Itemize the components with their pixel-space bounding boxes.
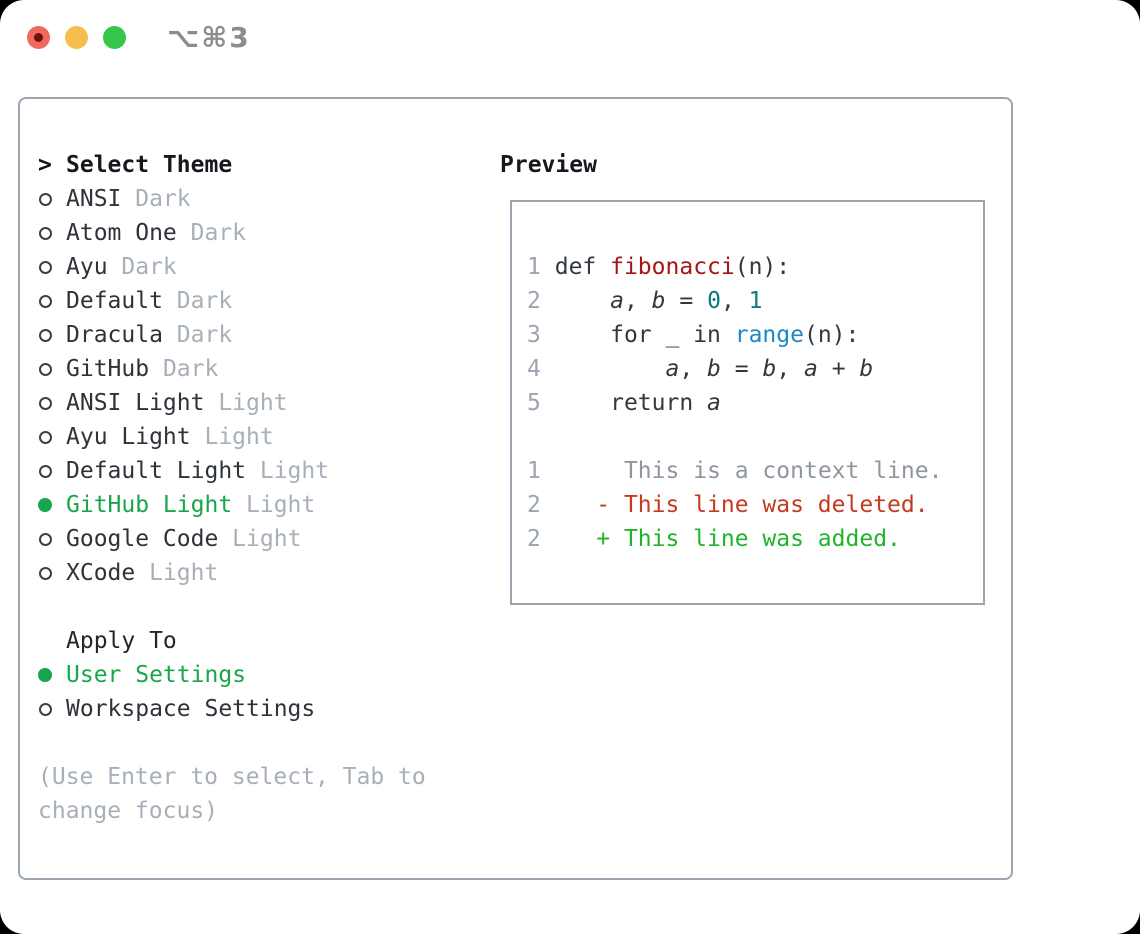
radio-icon xyxy=(38,430,66,444)
code-line: 1 def fibonacci(n): xyxy=(527,254,791,280)
preview-column: Preview 1 def fibonacci(n): 2 a, b = 0, 1… xyxy=(500,148,1011,878)
code-line: 2 a, b = 0, 1 xyxy=(527,288,763,314)
theme-option-github-dark[interactable]: GitHub Dark xyxy=(38,352,500,386)
radio-icon xyxy=(38,260,66,274)
code-line: 3 for _ in range(n): xyxy=(527,322,860,348)
apply-option-label: Workspace Settings xyxy=(66,696,316,722)
theme-option-label: ANSI Light Light xyxy=(66,390,288,416)
apply-option-label: User Settings xyxy=(66,662,247,688)
radio-icon xyxy=(38,328,66,342)
blank-line xyxy=(527,420,983,454)
radio-selected-icon xyxy=(38,668,66,682)
keyboard-hint: (Use Enter to select, Tab to change focu… xyxy=(38,764,426,824)
apply-option-user-settings[interactable]: User Settings xyxy=(38,658,500,692)
diff-deleted-line: 2 - This line was deleted. xyxy=(527,492,929,518)
apply-to-header-row: Apply To xyxy=(38,624,500,658)
radio-icon xyxy=(38,362,66,376)
code-line: 5 return a xyxy=(527,390,721,416)
radio-icon xyxy=(38,464,66,478)
close-dot-icon xyxy=(34,33,43,42)
theme-list-header-row: > Select Theme xyxy=(38,148,500,182)
theme-option-default-dark[interactable]: Default Dark xyxy=(38,284,500,318)
titlebar: ⌥⌘3 xyxy=(27,21,251,54)
theme-option-ansi-light-light[interactable]: ANSI Light Light xyxy=(38,386,500,420)
maximize-button[interactable] xyxy=(103,26,126,49)
radio-icon xyxy=(38,226,66,240)
apply-option-workspace-settings[interactable]: Workspace Settings xyxy=(38,692,500,726)
radio-icon xyxy=(38,396,66,410)
radio-selected-icon xyxy=(38,498,66,512)
theme-option-github-light-light[interactable]: GitHub Light Light xyxy=(38,488,500,522)
radio-icon xyxy=(38,566,66,580)
theme-option-ayu-light-light[interactable]: Ayu Light Light xyxy=(38,420,500,454)
close-button[interactable] xyxy=(27,26,50,49)
radio-icon xyxy=(38,294,66,308)
theme-option-label: Ayu Light Light xyxy=(66,424,274,450)
radio-icon xyxy=(38,702,66,716)
radio-icon xyxy=(38,192,66,206)
theme-option-label: Default Dark xyxy=(66,288,233,314)
theme-option-ansi-dark[interactable]: ANSI Dark xyxy=(38,182,500,216)
theme-option-label: GitHub Dark xyxy=(66,356,219,382)
preview-code-box: 1 def fibonacci(n): 2 a, b = 0, 1 3 for _ … xyxy=(510,200,985,605)
spacer xyxy=(38,590,500,624)
diff-context-line: 1 This is a context line. xyxy=(527,458,943,484)
theme-option-label: Dracula Dark xyxy=(66,322,233,348)
window-title-hotkey: ⌥⌘3 xyxy=(167,21,251,54)
theme-option-google-code-light[interactable]: Google Code Light xyxy=(38,522,500,556)
minimize-button[interactable] xyxy=(65,26,88,49)
code-line: 4 a, b = b, a + b xyxy=(527,356,874,382)
prompt-icon: > xyxy=(38,152,52,178)
diff-added-line: 2 + This line was added. xyxy=(527,526,901,552)
theme-option-default-light-light[interactable]: Default Light Light xyxy=(38,454,500,488)
radio-icon xyxy=(38,532,66,546)
apply-to-title: Apply To xyxy=(66,628,177,654)
theme-option-label: Atom One Dark xyxy=(66,220,247,246)
theme-option-label: Ayu Dark xyxy=(66,254,177,280)
theme-option-label: Default Light Light xyxy=(66,458,330,484)
theme-list-title: Select Theme xyxy=(66,152,233,178)
theme-option-ayu-dark[interactable]: Ayu Dark xyxy=(38,250,500,284)
preview-title: Preview xyxy=(500,152,597,178)
preview-header-row: Preview xyxy=(500,148,1011,182)
theme-option-xcode-light[interactable]: XCode Light xyxy=(38,556,500,590)
theme-option-label: GitHub Light Light xyxy=(66,492,316,518)
theme-option-atom-one-dark[interactable]: Atom One Dark xyxy=(38,216,500,250)
theme-option-label: ANSI Dark xyxy=(66,186,191,212)
theme-option-dracula-dark[interactable]: Dracula Dark xyxy=(38,318,500,352)
theme-option-label: XCode Light xyxy=(66,560,219,586)
theme-option-label: Google Code Light xyxy=(66,526,302,552)
